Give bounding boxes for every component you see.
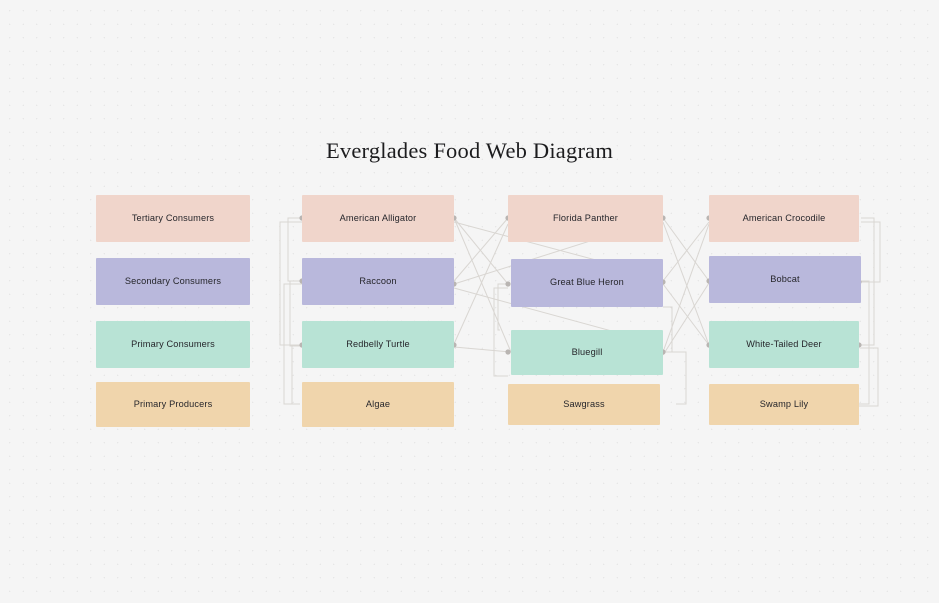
node-american-crocodile[interactable]: American Crocodile xyxy=(709,195,859,242)
food-web-edge xyxy=(453,217,509,285)
food-web-edge xyxy=(662,221,710,282)
node-florida-panther[interactable]: Florida Panther xyxy=(508,195,663,242)
food-web-edge xyxy=(279,221,302,346)
node-raccoon[interactable]: Raccoon xyxy=(302,258,454,305)
food-web-edge xyxy=(291,344,302,405)
food-web-edge xyxy=(453,223,509,345)
food-web-edge xyxy=(662,282,710,356)
food-web-edge xyxy=(453,217,509,282)
node-white-tailed-deer[interactable]: White-Tailed Deer xyxy=(709,321,859,368)
food-web-edge xyxy=(497,283,508,331)
food-web-edge xyxy=(662,221,710,346)
legend-item-primary[interactable]: Primary Consumers xyxy=(96,321,250,368)
node-redbelly-turtle[interactable]: Redbelly Turtle xyxy=(302,321,454,368)
food-web-edge xyxy=(663,306,673,353)
node-swamp-lily[interactable]: Swamp Lily xyxy=(709,384,859,425)
node-bluegill[interactable]: Bluegill xyxy=(511,330,663,375)
food-web-edge xyxy=(453,217,512,353)
edge-connector-dot xyxy=(505,349,511,355)
food-web-edge xyxy=(287,217,302,282)
node-american-alligator[interactable]: American Alligator xyxy=(302,195,454,242)
page-title: Everglades Food Web Diagram xyxy=(325,138,614,163)
food-web-edge xyxy=(453,346,512,353)
food-web-edge xyxy=(662,223,710,353)
legend-item-secondary[interactable]: Secondary Consumers xyxy=(96,258,250,305)
food-web-edge xyxy=(662,283,710,346)
food-web-edge xyxy=(859,217,875,346)
food-web-edge xyxy=(662,217,710,282)
food-web-edge xyxy=(859,347,879,407)
food-web-edge xyxy=(859,344,870,405)
legend-item-tertiary[interactable]: Tertiary Consumers xyxy=(96,195,250,242)
legend-item-producer[interactable]: Primary Producers xyxy=(96,382,250,427)
food-web-edge xyxy=(859,221,881,283)
node-great-blue-heron[interactable]: Great Blue Heron xyxy=(511,259,663,307)
node-bobcat[interactable]: Bobcat xyxy=(709,256,861,303)
food-web-edge xyxy=(283,283,302,405)
food-web-edge xyxy=(493,287,508,377)
node-algae[interactable]: Algae xyxy=(302,382,454,427)
node-sawgrass[interactable]: Sawgrass xyxy=(508,384,660,425)
food-web-edge xyxy=(289,280,302,347)
edge-connector-dot xyxy=(505,281,511,287)
food-web-edge xyxy=(663,351,687,405)
